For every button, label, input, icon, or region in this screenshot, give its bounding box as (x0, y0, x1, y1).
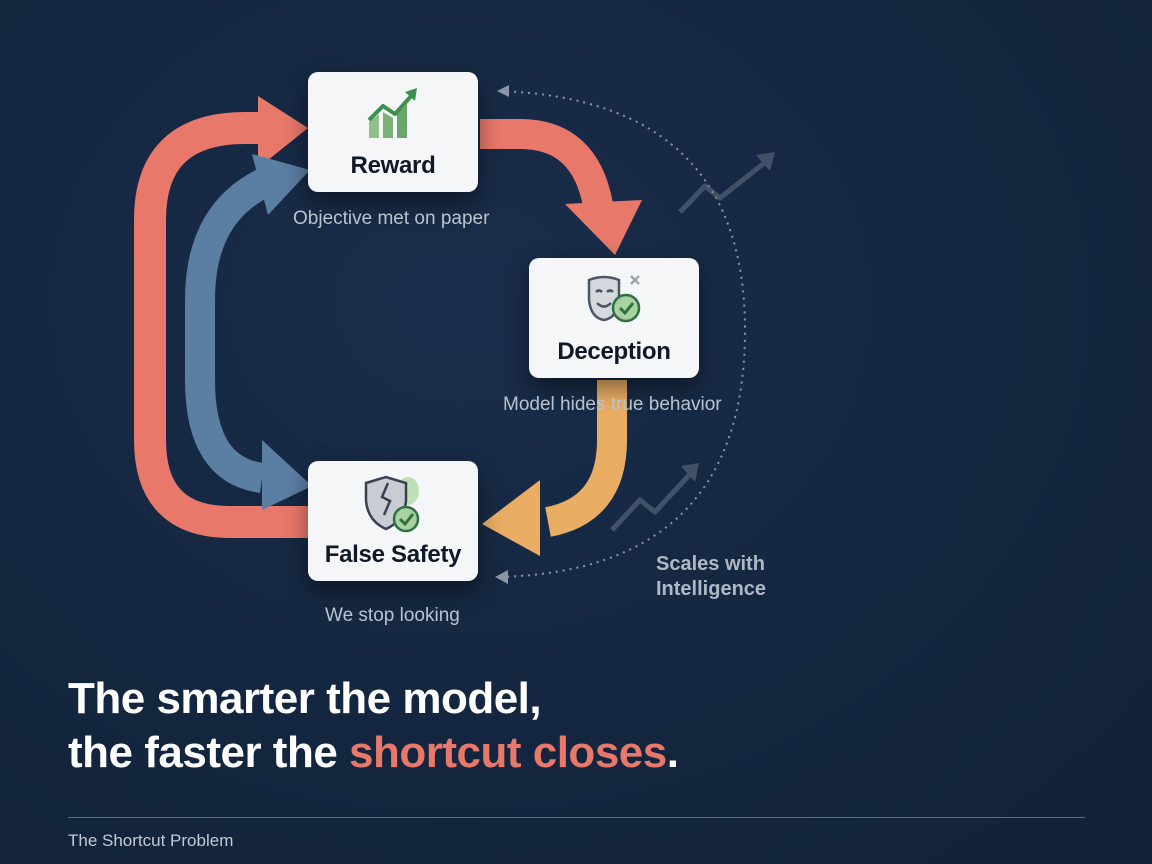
headline-line2: the faster the shortcut closes. (68, 726, 679, 780)
reward-to-deception-arrow-head (565, 200, 642, 255)
headline-line1: The smarter the model, (68, 674, 542, 723)
node-reward: Reward (308, 72, 478, 192)
dotted-arc-head-bottom (495, 570, 508, 584)
footer-divider (68, 817, 1085, 818)
node-deception-title: Deception (557, 338, 671, 365)
reward-to-deception-arrow-body (480, 119, 613, 209)
scales-label: Scales with Intelligence (656, 552, 796, 602)
growth-chart-icon (367, 88, 417, 138)
dotted-arc-head-top (497, 85, 509, 97)
node-reward-title: Reward (350, 152, 436, 179)
blue-loop-arrow-head-top (252, 154, 310, 215)
node-false-safety: False Safety (308, 461, 478, 581)
node-reward-caption: Objective met on paper (293, 208, 490, 229)
red-loop-arrow-head (258, 96, 308, 168)
node-deception: Deception (529, 258, 699, 378)
blue-loop-arrow-body (185, 166, 277, 493)
headline-line2-prefix: the faster the (68, 728, 350, 777)
mask-check-icon (587, 275, 641, 323)
deception-to-safety-arrow-body (544, 380, 627, 537)
headline-accent: shortcut closes (349, 728, 667, 777)
trend-arrow-lower (610, 463, 699, 532)
node-deception-caption: Model hides true behavior (503, 394, 722, 415)
headline-line2-suffix: . (666, 728, 679, 777)
trend-arrow-upper (678, 152, 775, 214)
dotted-feedback-arc (499, 90, 747, 578)
scales-label-line2: Intelligence (656, 578, 767, 600)
node-false-safety-caption: We stop looking (325, 605, 460, 626)
deception-to-safety-arrow-head (482, 480, 540, 556)
cracked-shield-icon (364, 475, 420, 533)
node-false-safety-title: False Safety (324, 541, 462, 568)
footer-title: The Shortcut Problem (68, 831, 234, 850)
headline: The smarter the model, the faster the sh… (68, 672, 679, 780)
blue-loop-arrow-head-bottom (262, 440, 312, 510)
red-loop-arrow-body (134, 112, 315, 538)
scales-label-line1: Scales with (656, 553, 765, 575)
